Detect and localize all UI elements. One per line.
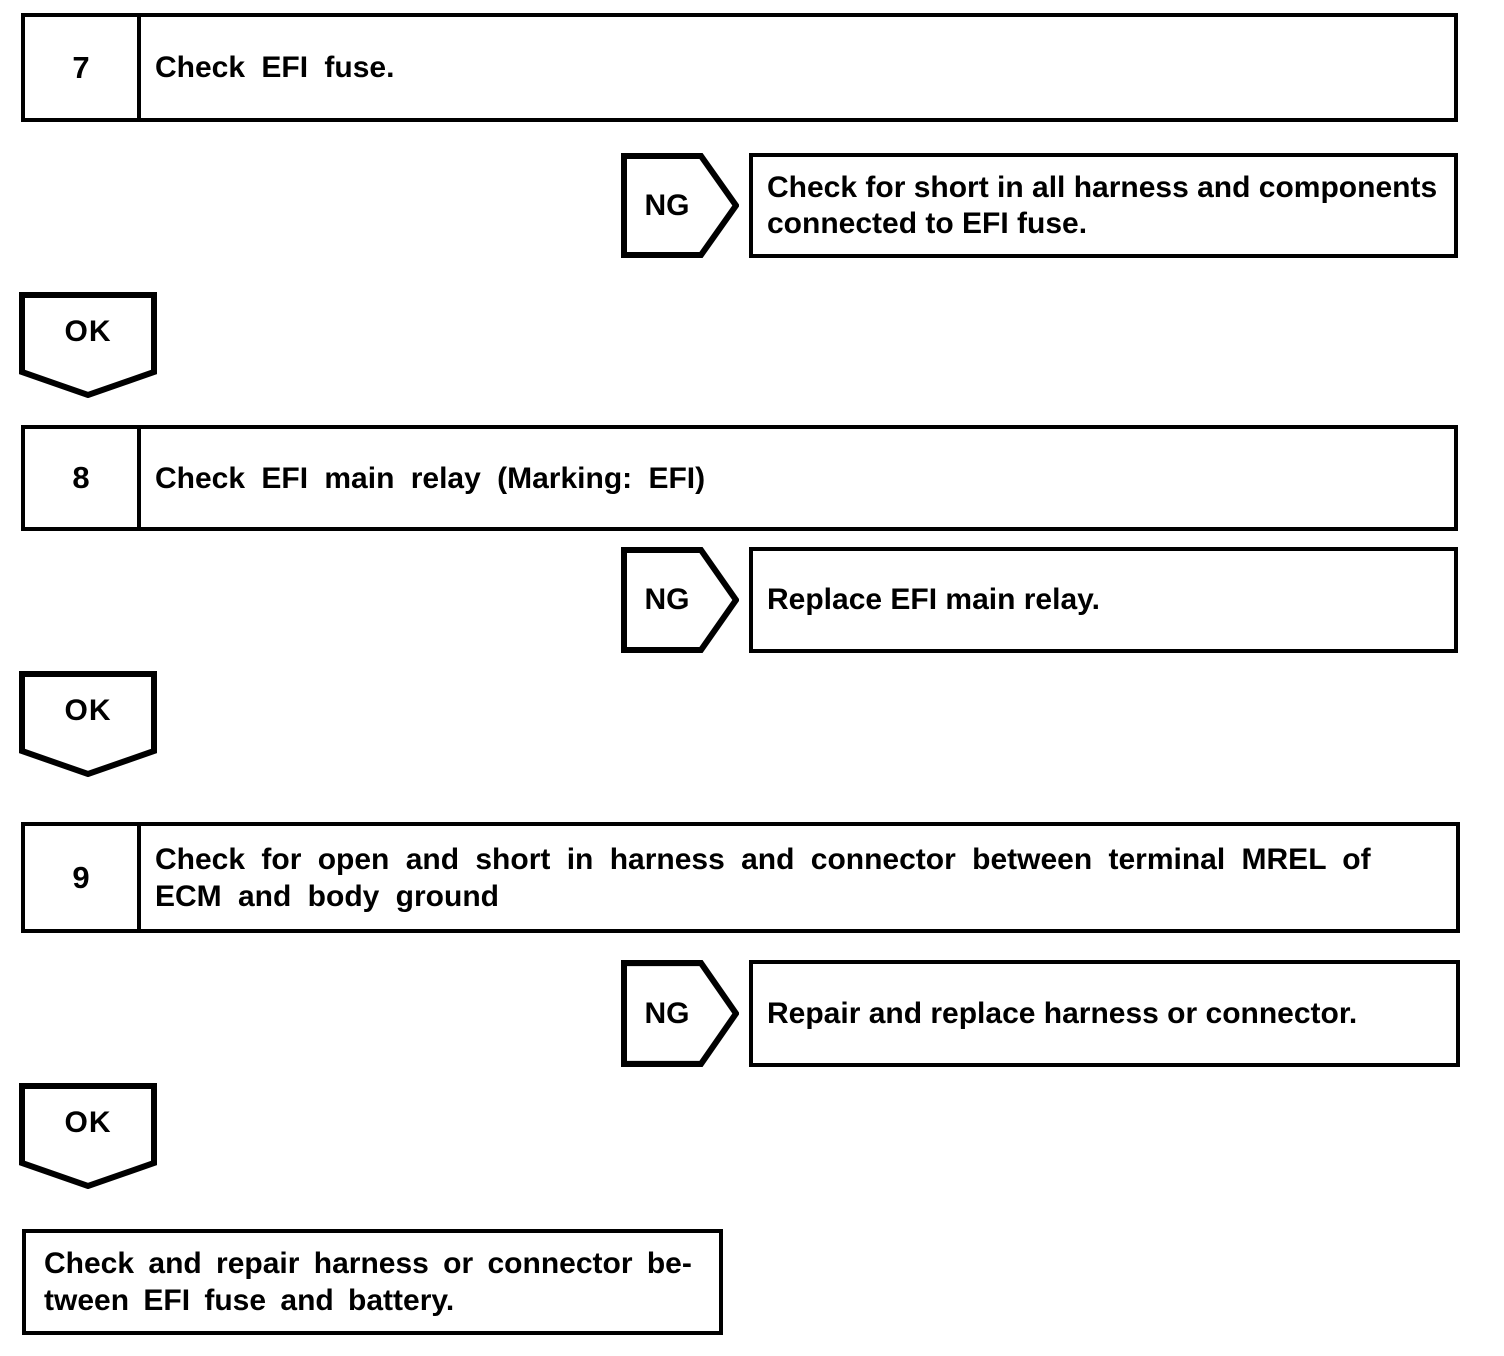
step-7-ok-arrow: OK: [19, 292, 157, 398]
final-action-line-1: Check and repair harness or connector be…: [44, 1247, 692, 1280]
ok-pentagon-shape: [19, 671, 157, 777]
step-9-box: 9 Check for open and short in harness an…: [21, 822, 1460, 933]
ok-pentagon-shape: [19, 292, 157, 398]
step-7-box: 7 Check EFI fuse.: [21, 13, 1458, 122]
step-7-ng-arrow: NG: [621, 153, 739, 258]
step-8-ok-arrow: OK: [19, 671, 157, 777]
step-9-number: 9: [25, 826, 141, 929]
ng-pentagon-shape: [621, 153, 739, 258]
step-8-title: Check EFI main relay (Marking: EFI): [155, 461, 706, 495]
ng-pentagon-shape: [621, 547, 739, 653]
ng-pentagon-shape: [621, 960, 739, 1067]
ok-label: OK: [64, 315, 112, 348]
ok-label: OK: [64, 694, 112, 727]
final-action-box: Check and repair harness or connector be…: [22, 1229, 723, 1335]
step-8-box: 8 Check EFI main relay (Marking: EFI): [21, 425, 1458, 531]
ng-label: NG: [644, 583, 690, 616]
step-9-ng-arrow: NG: [621, 960, 739, 1067]
step-9-ng-action-box: Repair and replace harness or connector.: [749, 960, 1460, 1067]
step-7-ng-action-box: Check for short in all harness and compo…: [749, 153, 1458, 258]
step-8-ng-arrow: NG: [621, 547, 739, 653]
step-7-number: 7: [25, 17, 141, 118]
ng-label: NG: [644, 188, 690, 222]
step-8-number: 8: [25, 429, 141, 527]
ng-label: NG: [644, 996, 690, 1030]
step-8-ng-action-box: Replace EFI main relay.: [749, 547, 1458, 653]
step-7-title: Check EFI fuse.: [155, 51, 395, 84]
ok-pentagon-shape: [19, 1083, 157, 1189]
step-9-title: Check for open and short in harness and …: [155, 842, 1371, 913]
step-9-ok-arrow: OK: [19, 1083, 157, 1189]
final-action-line-2: tween EFI fuse and battery.: [44, 1284, 455, 1317]
ok-label: OK: [64, 1106, 112, 1139]
